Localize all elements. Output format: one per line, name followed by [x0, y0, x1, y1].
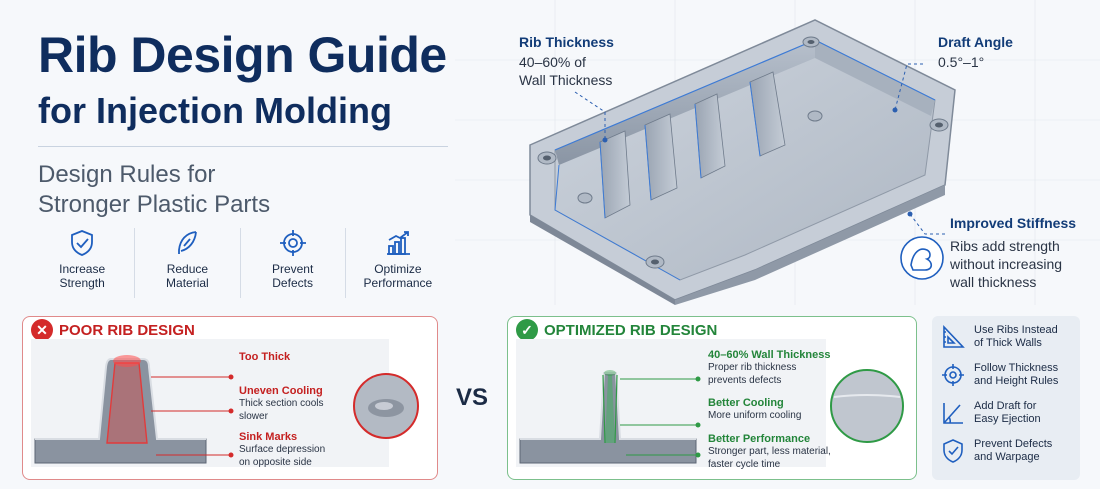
- optimized-rib-cross-section: [516, 339, 826, 467]
- ruler-triangle-icon: [943, 324, 965, 348]
- note-wall-thickness: 40–60% Wall Thickness Proper rib thickne…: [708, 349, 831, 387]
- housing-render: [455, 0, 1100, 305]
- callout-draft-angle: Draft Angle 0.5°–1°: [938, 34, 1013, 71]
- smooth-surface-magnifier: [830, 369, 904, 443]
- poor-design-panel: ✕ POOR RIB DESIGN Too Thick Uneven Cooli…: [22, 316, 438, 480]
- panel-heading: ✓ OPTIMIZED RIB DESIGN: [516, 319, 717, 341]
- shield-check-icon: [943, 439, 963, 463]
- note-body: Stronger part, less material,faster cycl…: [708, 446, 831, 470]
- sink-mark-magnifier: [353, 373, 419, 439]
- crosshair-icon: [942, 364, 964, 386]
- callout-body: 0.5°–1°: [938, 54, 985, 70]
- panel-title: OPTIMIZED RIB DESIGN: [544, 321, 718, 339]
- bar-chart-icon: [386, 231, 410, 255]
- target-icon: [279, 230, 306, 256]
- check-circle-icon: ✓: [516, 319, 538, 341]
- note-title: Too Thick: [239, 351, 291, 363]
- vs-label: VS: [456, 384, 489, 411]
- note-body: More uniform cooling: [708, 410, 802, 421]
- note-too-thick: Too Thick: [239, 351, 290, 363]
- draft-angle-icon: [943, 403, 963, 424]
- poor-rib-cross-section: [31, 339, 389, 467]
- note-title: Better Performance: [708, 433, 811, 445]
- page-title-line2: for Injection Molding: [38, 90, 392, 131]
- shield-check-icon: [71, 230, 94, 256]
- x-circle-icon: ✕: [31, 319, 53, 341]
- feather-icon: [178, 231, 198, 254]
- subtitle-line1: Design Rules for: [38, 161, 216, 188]
- page-subtitle: Design Rules for Stronger Plastic Parts: [38, 160, 270, 220]
- note-better-cooling: Better Cooling More uniform cooling: [708, 397, 801, 422]
- optimized-design-panel: ✓ OPTIMIZED RIB DESIGN 40–60% Wall Thick…: [507, 316, 917, 480]
- note-title: Sink Marks: [239, 431, 298, 443]
- panel-heading: ✕ POOR RIB DESIGN: [31, 319, 195, 341]
- note-title: Uneven Cooling: [239, 385, 323, 397]
- callout-title: Draft Angle: [938, 34, 1013, 50]
- callout-title: Rib Thickness: [519, 34, 614, 50]
- title-divider: [38, 146, 448, 147]
- callout-title: Improved Stiffness: [950, 215, 1077, 231]
- panel-title: POOR RIB DESIGN: [59, 321, 195, 339]
- subtitle-line2: Stronger Plastic Parts: [38, 191, 271, 218]
- note-title: 40–60% Wall Thickness: [708, 349, 831, 361]
- note-title: Better Cooling: [708, 397, 784, 409]
- page-title: Rib Design Guide: [38, 27, 447, 83]
- note-better-performance: Better Performance Stronger part, less m…: [708, 433, 831, 471]
